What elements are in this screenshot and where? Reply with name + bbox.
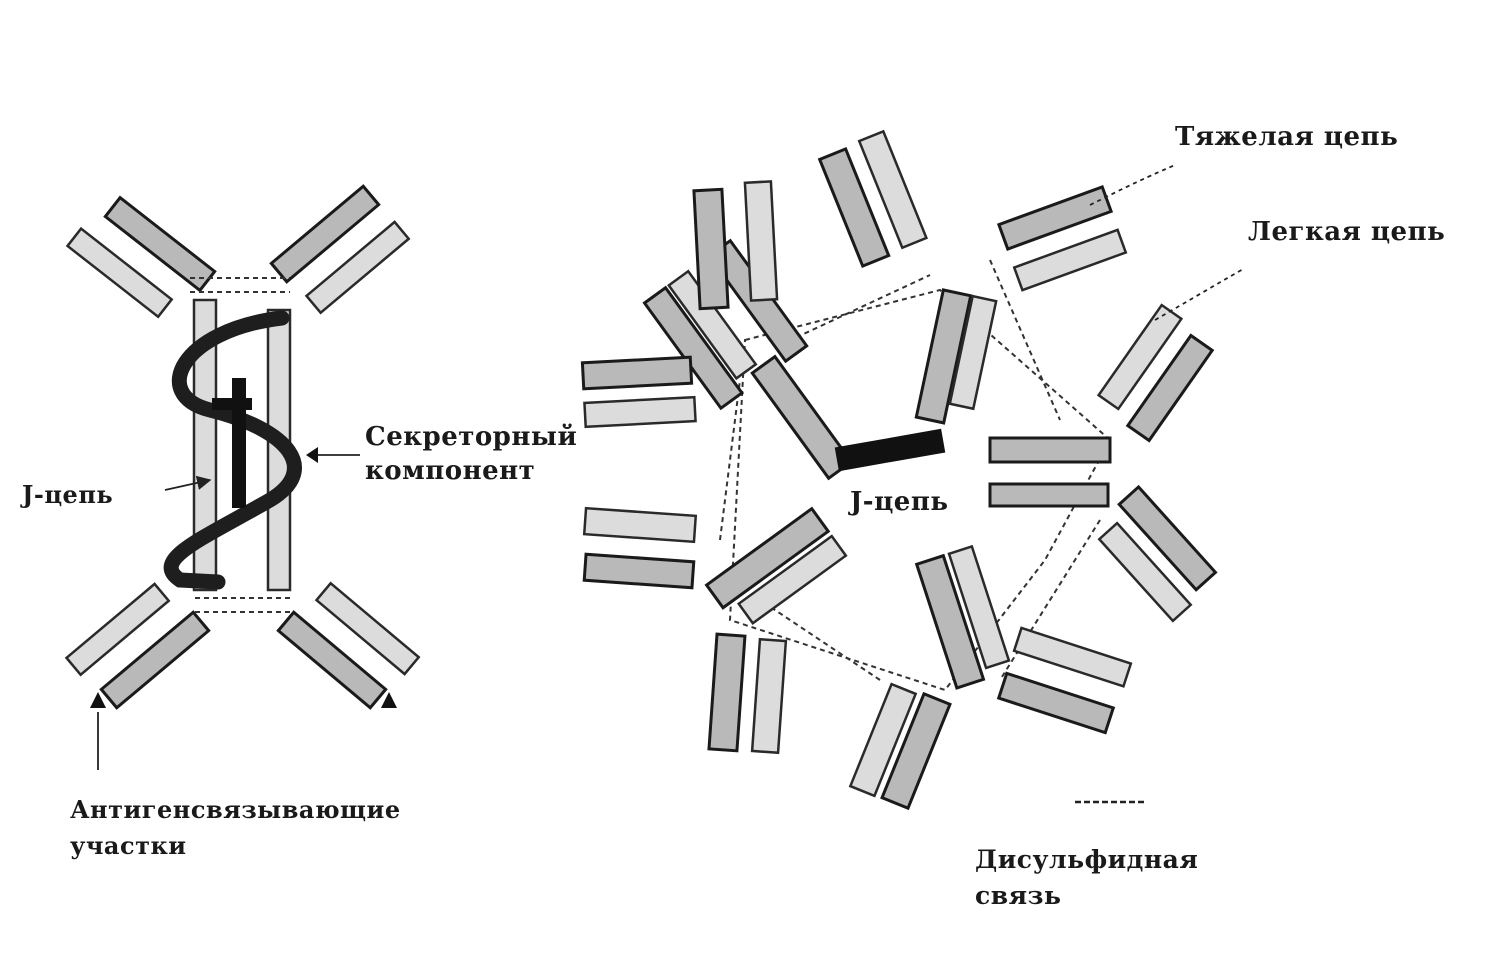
igm-monomer-bottom <box>914 544 1011 690</box>
igm-monomer-right <box>988 436 1112 508</box>
label-disulfide-line1: Дисульфидная <box>975 845 1199 874</box>
label-light-chain: Легкая цепь <box>1248 217 1446 247</box>
antigen-site-marker-left <box>90 692 106 708</box>
igm-fab-arms <box>580 129 1218 811</box>
secretory-component-helix <box>163 310 302 590</box>
antigen-site-marker-right <box>381 692 397 708</box>
fab-arm-upper-right <box>269 184 411 315</box>
fab-arm-lower-right <box>276 581 421 710</box>
fc-bar-left <box>192 298 218 592</box>
label-secretory-component-line1: Секреторный <box>365 422 578 452</box>
label-j-chain-center: J-цепь <box>850 487 949 517</box>
igm-monomer-bottom-left <box>704 506 848 625</box>
fab-arm-lower-left <box>64 582 211 710</box>
label-secretory-component: Секреторный компонент <box>365 420 577 488</box>
label-disulfide-line2: связь <box>975 881 1062 910</box>
igm-monomer-top <box>914 288 998 425</box>
label-antigen-binding-line1: Антигенсвязывающие <box>70 795 401 824</box>
j-chain-center-bar <box>834 428 946 472</box>
j-chain-left-bar <box>232 378 246 508</box>
secretory-iga-dimer <box>64 184 421 770</box>
fab-arm-upper-left <box>65 195 217 319</box>
label-j-chain-left: J-цепь <box>22 480 114 509</box>
label-heavy-chain: Тяжелая цепь <box>1175 122 1399 152</box>
label-disulfide-bond: Дисульфидная связь <box>975 842 1198 914</box>
label-antigen-binding-sites: Антигенсвязывающие участки <box>70 792 401 864</box>
label-antigen-binding-line2: участки <box>70 831 187 860</box>
igm-pentamer <box>580 129 1246 811</box>
label-secretory-component-line2: компонент <box>365 456 536 486</box>
